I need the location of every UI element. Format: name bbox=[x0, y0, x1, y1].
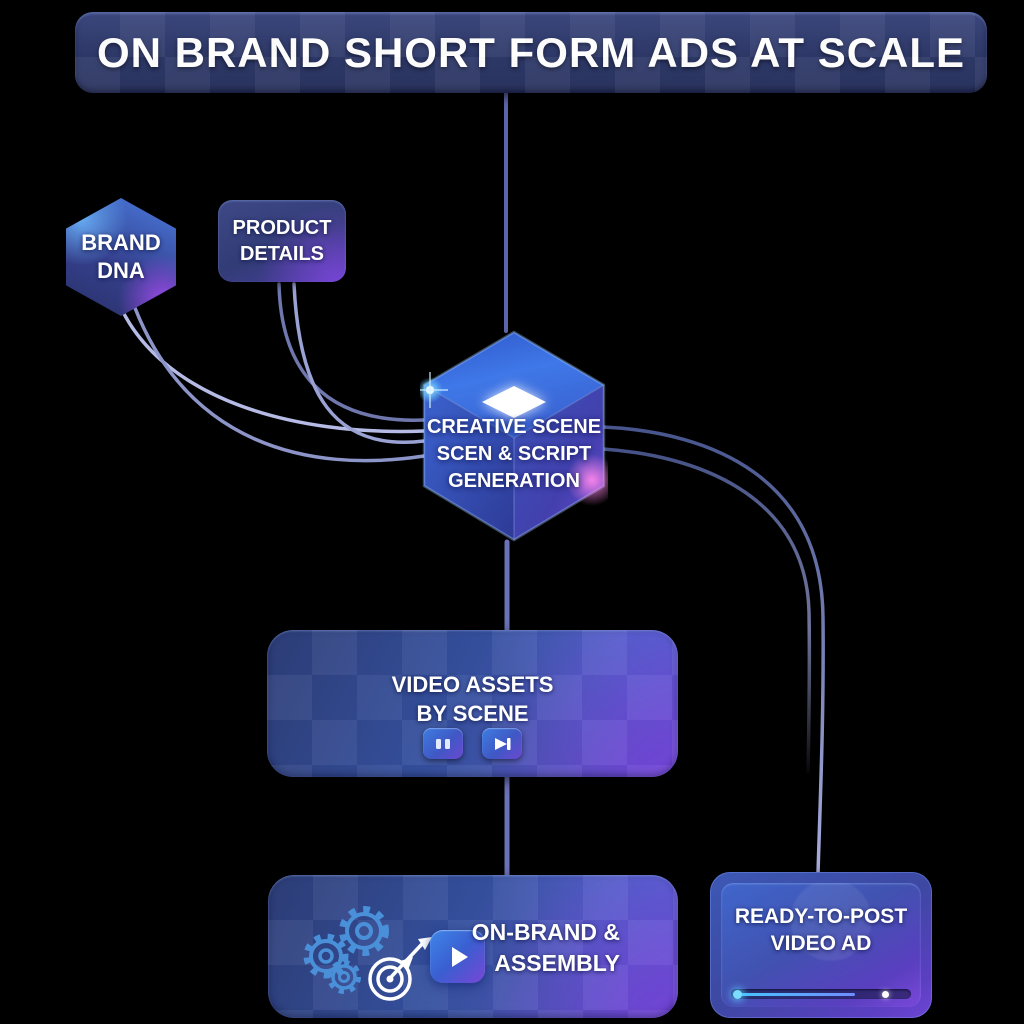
video-progress-bar bbox=[731, 989, 911, 999]
pink-glow bbox=[566, 454, 618, 506]
brand-dna-label-line2: DNA bbox=[97, 258, 145, 283]
skip-next-icon bbox=[495, 737, 511, 750]
node-scene-generation: CREATIVE SCENE SCEN & SCRIPT GENERATION bbox=[412, 328, 618, 546]
scene-generation-line2: SCEN & SCRIPT bbox=[436, 443, 592, 465]
node-video-assets: VIDEO ASSETS BY SCENE bbox=[267, 630, 678, 777]
node-product-details: PRODUCT DETAILS bbox=[218, 200, 346, 282]
scene-generation-line3: GENERATION bbox=[448, 470, 580, 492]
assembly-line2: ASSEMBLY bbox=[494, 950, 620, 976]
assembly-icons bbox=[303, 906, 432, 1001]
ready-to-post-label: READY-TO-POST VIDEO AD bbox=[710, 903, 932, 957]
video-assets-line2: BY SCENE bbox=[416, 701, 529, 726]
video-assets-label: VIDEO ASSETS BY SCENE bbox=[267, 670, 678, 728]
brand-dna-label-line1: BRAND bbox=[81, 230, 161, 255]
assembly-label: ON-BRAND & ASSEMBLY bbox=[472, 917, 620, 979]
product-details-label-line1: PRODUCT bbox=[232, 217, 332, 239]
gears-icon bbox=[303, 906, 389, 994]
skip-next-button bbox=[482, 728, 522, 759]
node-ready-to-post: READY-TO-POST VIDEO AD bbox=[710, 872, 932, 1018]
play-icon bbox=[451, 946, 468, 967]
scene-generation-line1: CREATIVE SCENE bbox=[426, 416, 602, 438]
product-details-label-line2: DETAILS bbox=[239, 243, 325, 265]
target-dart-icon bbox=[368, 937, 432, 1001]
play-button bbox=[430, 930, 485, 983]
pause-icon bbox=[436, 738, 450, 749]
video-assets-line1: VIDEO ASSETS bbox=[391, 672, 554, 697]
diamond-icon bbox=[482, 386, 546, 418]
node-on-brand-assembly: ON-BRAND & ASSEMBLY bbox=[268, 875, 678, 1018]
progress-playhead-dot bbox=[882, 990, 890, 998]
progress-line bbox=[740, 992, 856, 996]
ready-to-post-line1: READY-TO-POST bbox=[734, 905, 908, 928]
page-title: ON BRAND SHORT FORM ADS AT SCALE bbox=[96, 28, 966, 76]
video-assets-controls bbox=[267, 728, 678, 759]
ready-to-post-line2: VIDEO AD bbox=[770, 932, 872, 955]
progress-start-dot bbox=[733, 989, 742, 999]
title-banner: ON BRAND SHORT FORM ADS AT SCALE bbox=[75, 12, 987, 93]
cube-graphic bbox=[412, 330, 618, 542]
pause-button bbox=[423, 728, 463, 759]
scene-generation-label: CREATIVE SCENE SCEN & SCRIPT GENERATION bbox=[420, 414, 608, 495]
video-player-screen bbox=[721, 883, 921, 1007]
assembly-line1: ON-BRAND & bbox=[471, 919, 620, 945]
